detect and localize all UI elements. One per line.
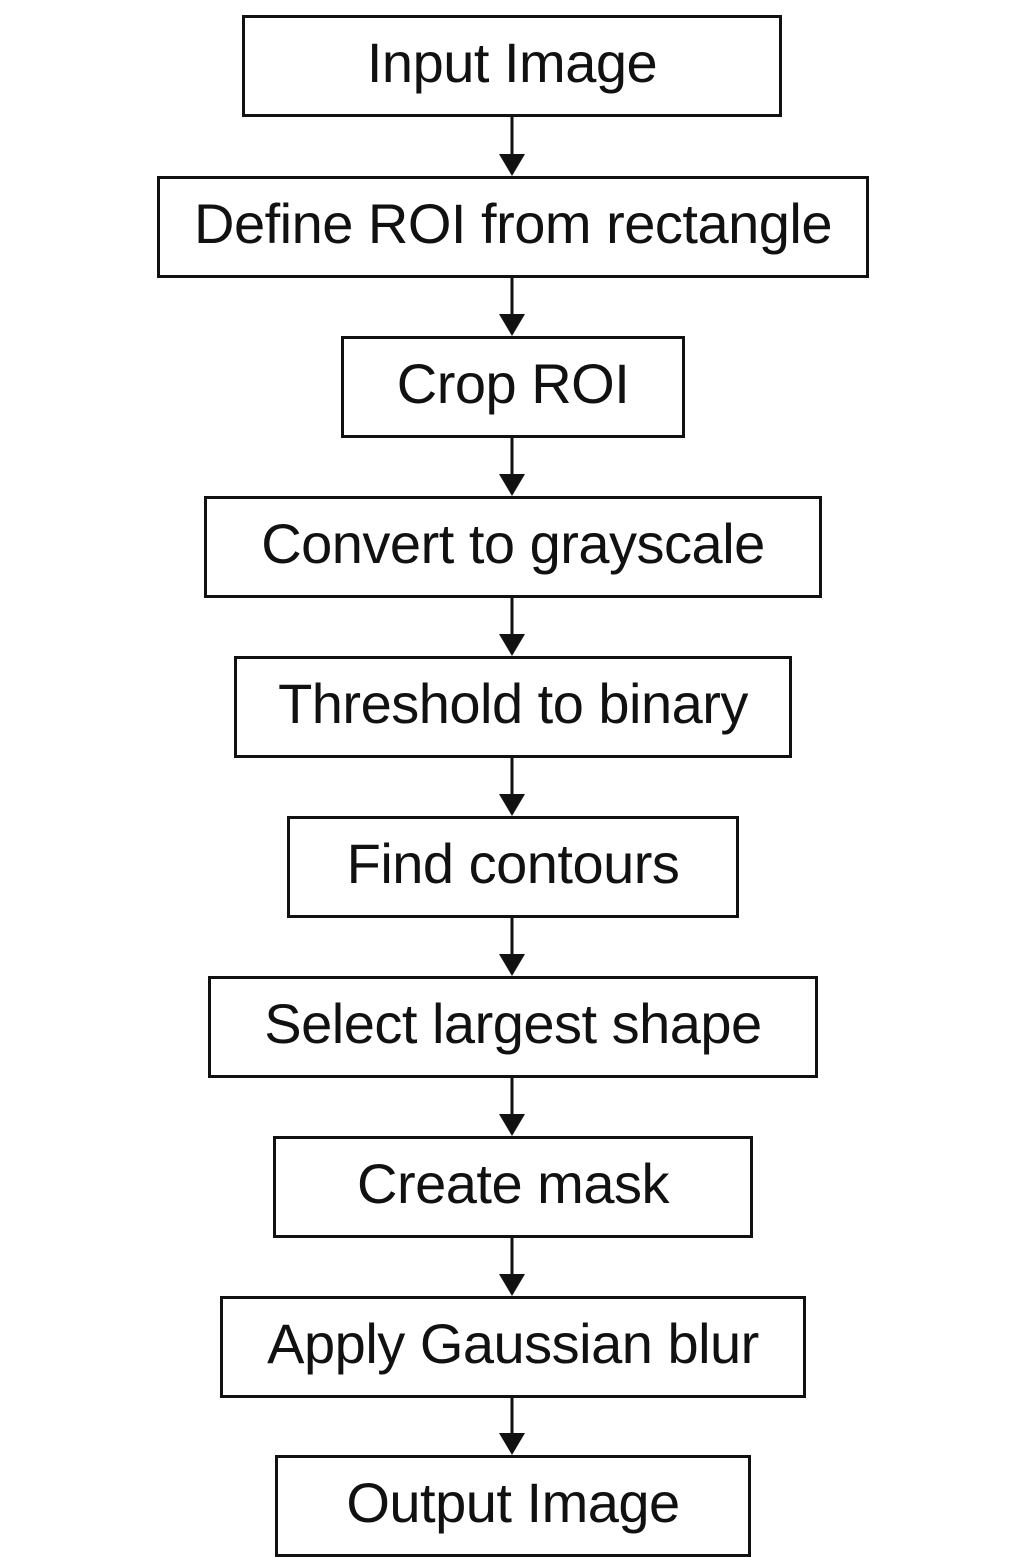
step-label: Crop ROI: [396, 352, 630, 415]
step-label: Convert to grayscale: [261, 512, 765, 575]
arrowhead-3: [499, 474, 525, 496]
step-create-mask: Create mask: [273, 1136, 753, 1238]
step-label: Input Image: [366, 31, 658, 94]
step-label: Create mask: [357, 1152, 669, 1215]
arrowhead-6: [499, 954, 525, 976]
arrowhead-8: [499, 1274, 525, 1296]
step-apply-gaussian-blur: Apply Gaussian blur: [220, 1296, 806, 1398]
arrowhead-2: [499, 314, 525, 336]
step-label: Find contours: [346, 832, 680, 895]
step-find-contours: Find contours: [287, 816, 739, 918]
step-convert-grayscale: Convert to grayscale: [204, 496, 822, 598]
step-select-largest-shape: Select largest shape: [208, 976, 818, 1078]
step-label: Threshold to binary: [278, 672, 748, 735]
arrowhead-9: [499, 1433, 525, 1455]
step-label: Select largest shape: [264, 992, 762, 1055]
step-threshold-binary: Threshold to binary: [234, 656, 792, 758]
step-label: Apply Gaussian blur: [267, 1312, 759, 1375]
step-input-image: Input Image: [242, 15, 782, 117]
arrowhead-4: [499, 634, 525, 656]
step-label: Output Image: [346, 1471, 680, 1534]
arrowhead-5: [499, 794, 525, 816]
step-output-image: Output Image: [275, 1455, 751, 1557]
step-define-roi: Define ROI from rectangle: [157, 176, 869, 278]
arrowhead-1: [499, 154, 525, 176]
step-label: Define ROI from rectangle: [194, 192, 832, 255]
step-crop-roi: Crop ROI: [341, 336, 685, 438]
arrowhead-7: [499, 1114, 525, 1136]
